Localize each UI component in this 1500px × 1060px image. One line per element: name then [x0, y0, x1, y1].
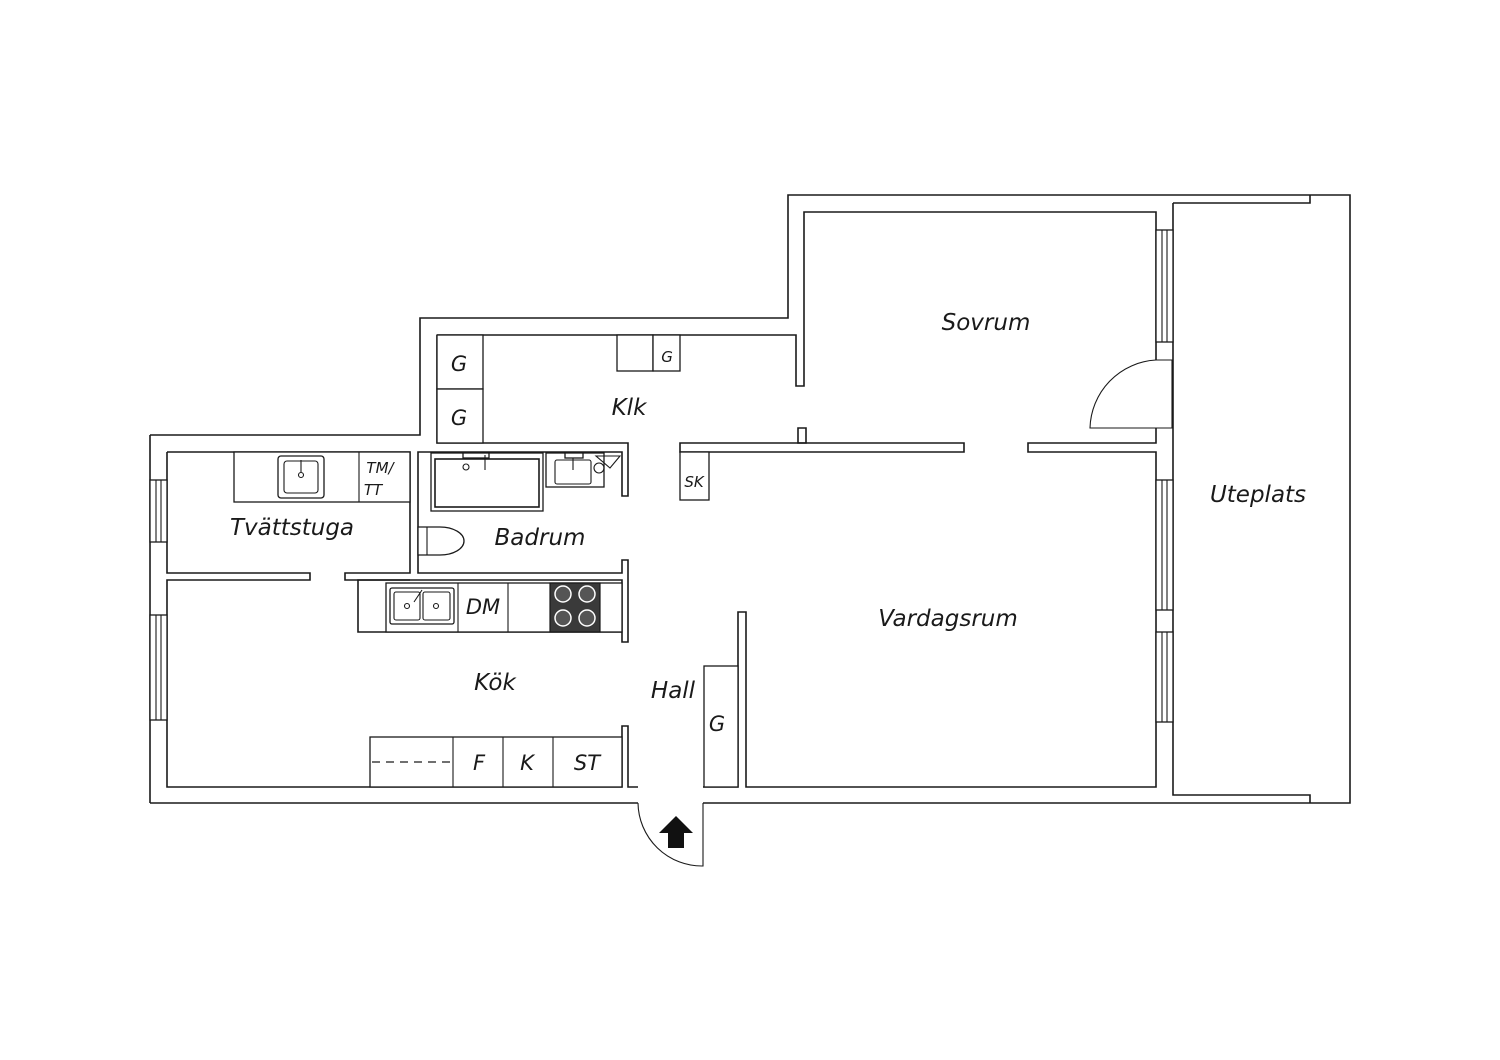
- freezer-label: K: [520, 751, 536, 775]
- laundry-fixtures: [233, 451, 411, 503]
- windows: [149, 229, 1174, 723]
- bathroom-fixtures: [417, 452, 622, 556]
- room-label-klk: Klk: [612, 395, 648, 421]
- room-label-hall: Hall: [651, 678, 696, 704]
- room-label-kok: Kök: [474, 670, 517, 696]
- outer-walls: [149, 194, 1351, 804]
- fridge-label: F: [473, 751, 486, 775]
- entrance-arrow-icon: [659, 816, 693, 848]
- sk-label: SK: [684, 473, 705, 491]
- washer-dryer-label: TT: [364, 481, 384, 499]
- kitchen-fixtures: [369, 582, 623, 788]
- dishwasher-label: DM: [466, 595, 500, 619]
- room-label-badrum: Badrum: [495, 525, 586, 551]
- doors: [637, 359, 1173, 867]
- closet-label: G: [661, 348, 673, 366]
- stove-cabinet-label: ST: [574, 751, 602, 775]
- room-label-sovrum: Sovrum: [942, 310, 1031, 336]
- closet-label: G: [709, 712, 725, 736]
- room-label-uteplats: Uteplats: [1210, 482, 1306, 508]
- closet-label: G: [451, 352, 467, 376]
- closets: [436, 334, 739, 788]
- washer-dryer-label: TM/: [366, 459, 395, 477]
- room-label-vardagsrum: Vardagsrum: [878, 606, 1018, 632]
- room-label-tvattstuga: Tvättstuga: [230, 515, 354, 541]
- closet-label: G: [451, 406, 467, 430]
